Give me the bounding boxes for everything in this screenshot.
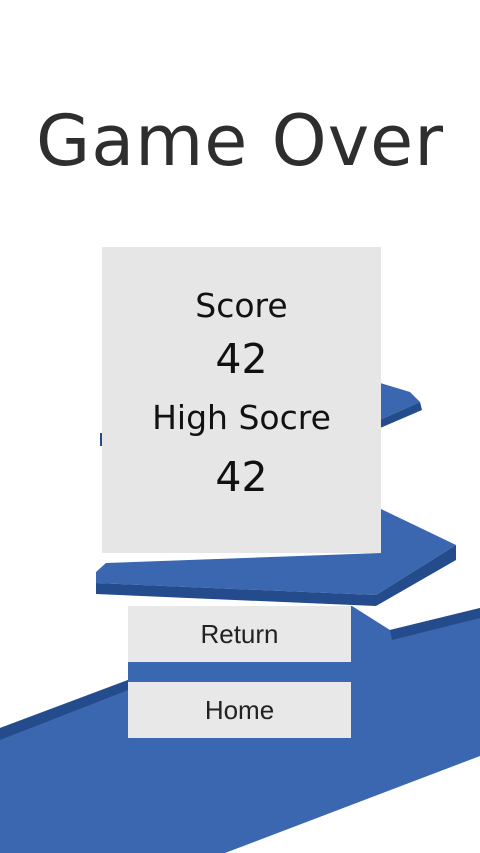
platform-middle <box>96 509 456 595</box>
score-panel <box>102 247 381 553</box>
platform-middle-edge <box>96 545 456 606</box>
score-value: 42 <box>215 335 268 383</box>
game-over-title: Game Over <box>35 100 444 182</box>
high-score-label: High Socre <box>152 398 331 437</box>
platform-left-sliver <box>100 433 102 446</box>
platform-upper-right-edge <box>380 402 422 428</box>
score-label: Score <box>195 286 288 325</box>
platform-lower-right-edge <box>390 608 480 640</box>
high-score-value: 42 <box>215 453 268 501</box>
platform-lower-edge <box>0 680 128 740</box>
return-button[interactable]: Return <box>128 606 351 662</box>
home-button[interactable]: Home <box>128 682 351 738</box>
platform-upper-right <box>380 383 420 420</box>
